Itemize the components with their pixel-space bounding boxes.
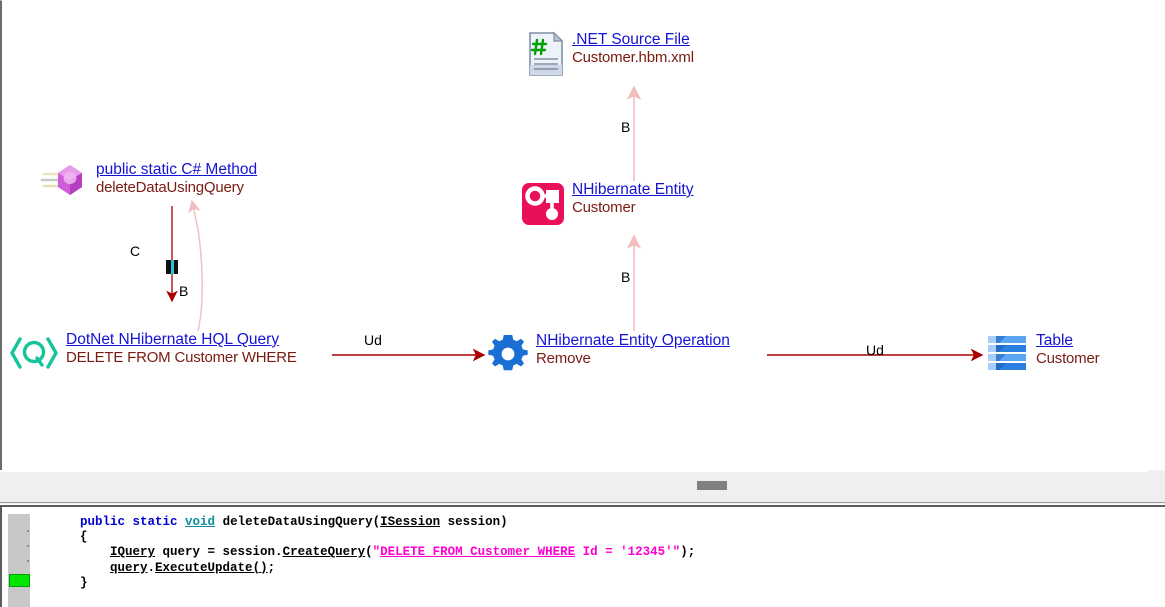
code-token: ; <box>267 560 276 575</box>
code-token: deleteDataUsingQuery( <box>215 515 381 529</box>
code-line: IQuery query = session.CreateQuery("DELE… <box>50 545 1165 560</box>
node-title[interactable]: Table <box>1036 332 1074 349</box>
code-token: ExecuteUpdate() <box>155 560 268 575</box>
node-title[interactable]: .NET Source File <box>572 31 690 48</box>
edge-label-operation-entity-b: B <box>621 269 631 285</box>
edge-label-operation-table-ud: Ud <box>866 342 884 358</box>
gutter-tick <box>27 560 29 562</box>
code-token: public static <box>80 515 186 529</box>
code-line: { <box>50 530 1165 545</box>
code-token: void <box>185 515 216 529</box>
nhibernate-entity-icon <box>520 181 566 232</box>
node-subtitle: Customer <box>1036 350 1100 367</box>
green-breakpoint-marker[interactable] <box>9 574 30 587</box>
node-title[interactable]: DotNet NHibernate HQL Query <box>66 331 280 348</box>
node-table[interactable]: Table Customer <box>986 332 1100 381</box>
code-line: query.ExecuteUpdate(); <box>50 561 1165 576</box>
code-token: ISession <box>380 515 441 529</box>
node-subtitle: Customer.hbm.xml <box>572 49 694 66</box>
splitter-grip[interactable] <box>697 481 727 490</box>
code-token <box>50 545 110 559</box>
code-token: IQuery <box>110 545 156 560</box>
code-line: } <box>50 576 1165 591</box>
code-token: session) <box>440 515 508 529</box>
node-subtitle: Customer <box>572 199 636 216</box>
code-token: CreateQuery <box>282 545 366 560</box>
diagram-edges <box>166 85 984 362</box>
net-source-file-icon <box>526 31 566 82</box>
code-token: query = session. <box>155 545 283 560</box>
code-token: " <box>372 545 381 560</box>
code-token: { <box>50 530 88 545</box>
edge-label-method-query-c: C <box>130 243 141 259</box>
code-token <box>50 515 80 529</box>
diagram-panel[interactable]: C B B B Ud Ud <box>0 0 1148 470</box>
node-subtitle: Remove <box>536 350 591 367</box>
code-editor[interactable]: public static void deleteDataUsingQuery(… <box>4 509 1165 607</box>
table-icon <box>986 332 1030 381</box>
code-token: DELETE FROM Customer WHERE <box>380 545 576 560</box>
code-line: public static void deleteDataUsingQuery(… <box>50 515 1165 530</box>
edge-query-to-method-weak <box>188 199 203 332</box>
edge-label-query-operation-ud: Ud <box>364 332 382 348</box>
code-token: Id = '12345'" <box>575 545 681 560</box>
node-title[interactable]: NHibernate Entity <box>572 181 694 198</box>
source-code-panel[interactable]: public static void deleteDataUsingQuery(… <box>0 505 1165 607</box>
node-net-source-file[interactable]: .NET Source File Customer.hbm.xml <box>526 31 694 82</box>
node-subtitle: deleteDataUsingQuery <box>96 179 244 196</box>
gutter-tick <box>27 545 29 547</box>
code-token <box>50 561 110 575</box>
node-nhibernate-entity[interactable]: NHibernate Entity Customer <box>520 181 693 232</box>
code-gutter[interactable] <box>8 514 30 607</box>
csharp-method-icon <box>40 161 90 206</box>
diagram-canvas[interactable]: C B B B Ud Ud <box>2 1 1148 470</box>
edge-label-entity-source-b: B <box>621 119 631 135</box>
code-token: . <box>147 560 156 575</box>
panel-splitter[interactable] <box>0 470 1165 504</box>
splitter-divider <box>0 502 1165 503</box>
code-token: ( <box>365 545 373 560</box>
node-nhibernate-entity-operation[interactable]: NHibernate Entity Operation Remove <box>486 332 730 381</box>
gear-icon <box>486 332 530 381</box>
node-title[interactable]: NHibernate Entity Operation <box>536 332 730 349</box>
code-token: ); <box>680 545 696 560</box>
hql-query-icon <box>8 331 60 380</box>
node-subtitle: DELETE FROM Customer WHERE <box>66 349 297 366</box>
code-token: query <box>110 560 148 575</box>
gutter-tick <box>27 530 29 532</box>
edge-label-method-query-b: B <box>179 283 189 299</box>
splitter-top-edge <box>0 470 1148 472</box>
node-csharp-method[interactable]: public static C# Method deleteDataUsingQ… <box>40 161 257 206</box>
node-title[interactable]: public static C# Method <box>96 161 258 178</box>
code-content[interactable]: public static void deleteDataUsingQuery(… <box>50 515 1165 607</box>
code-token: } <box>50 575 88 590</box>
node-hql-query[interactable]: DotNet NHibernate HQL Query DELETE FROM … <box>8 331 297 380</box>
